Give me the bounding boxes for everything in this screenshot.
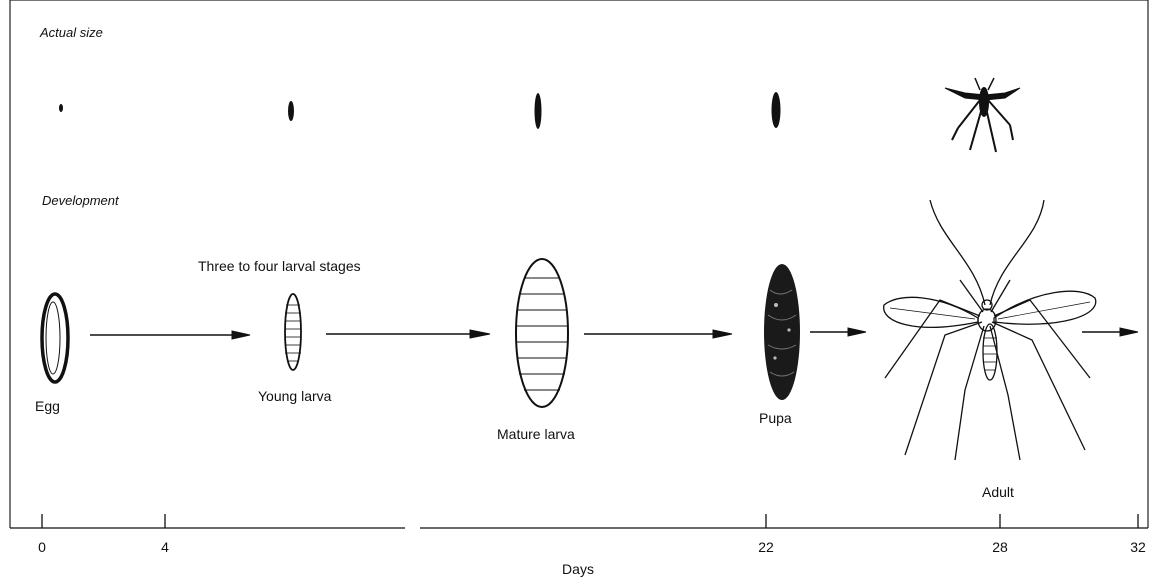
mature-larva-illustration	[515, 258, 569, 408]
tick-label: 4	[161, 539, 169, 555]
mature-larva-actual-size	[534, 93, 542, 129]
arrow-adult-to-next-cycle	[1082, 327, 1139, 337]
young-larva-illustration	[284, 293, 302, 371]
mature-larva-label: Mature larva	[497, 426, 575, 442]
egg-illustration	[40, 292, 70, 384]
larval-stages-annotation: Three to four larval stages	[198, 258, 361, 274]
tick-label: 0	[38, 539, 46, 555]
pupa-illustration	[764, 264, 800, 400]
time-axis	[10, 514, 1148, 529]
tick-label: 22	[758, 539, 774, 555]
adult-actual-size	[944, 77, 1021, 153]
arrow-egg-to-young-larva	[90, 330, 251, 340]
arrow-pupa-to-adult	[810, 327, 867, 337]
pupa-actual-size	[771, 92, 781, 128]
egg-actual-size	[59, 104, 63, 112]
adult-illustration	[883, 199, 1097, 461]
axis-title: Days	[562, 561, 594, 577]
development-heading: Development	[42, 193, 119, 208]
young-larva-actual-size	[288, 101, 294, 121]
tick-label: 32	[1130, 539, 1146, 555]
actual-size-heading: Actual size	[40, 25, 103, 40]
pupa-label: Pupa	[759, 410, 792, 426]
adult-label: Adult	[982, 484, 1014, 500]
egg-label: Egg	[35, 398, 60, 414]
arrow-mature-larva-to-pupa	[584, 329, 733, 339]
tick-label: 28	[992, 539, 1008, 555]
young-larva-label: Young larva	[258, 388, 332, 404]
arrow-young-to-mature-larva	[326, 329, 491, 339]
